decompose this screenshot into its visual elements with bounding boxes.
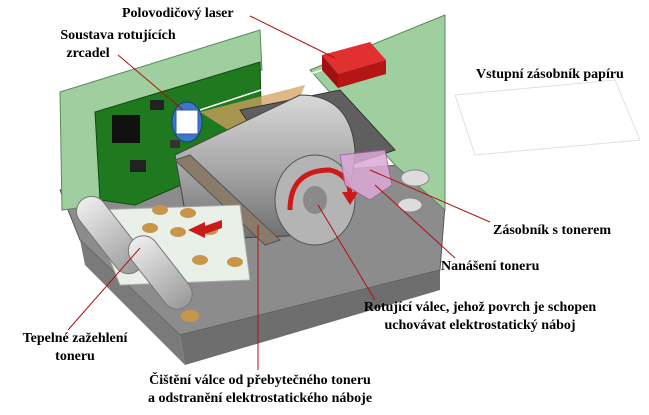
toner-dots	[142, 205, 243, 322]
leader-line	[374, 184, 456, 259]
input-roller	[397, 197, 423, 213]
label-rotating-mirrors-line2: zrcadel	[66, 46, 110, 61]
drum-rotation-arrow-head	[342, 192, 358, 205]
label-cleaning: Čištění válce od přebytečného toneru a o…	[110, 372, 410, 408]
mirror-face	[175, 109, 199, 135]
label-rotating-mirrors: Soustava rotujících zrcadel	[18, 27, 218, 63]
label-toner-container: Zásobník s tonerem	[493, 223, 611, 238]
toner-dot	[142, 223, 158, 233]
label-paper-input: Vstupní zásobník papíru	[476, 67, 624, 82]
housing-floor	[180, 270, 440, 365]
leader-line	[249, 15, 336, 59]
drum-hub	[303, 186, 327, 214]
label-laser: Polovodičový laser	[122, 6, 234, 21]
toner-dot	[227, 257, 243, 267]
paper-input-tray	[454, 79, 641, 156]
laser-box-front	[322, 55, 338, 88]
chip	[112, 115, 140, 143]
label-rotating-mirrors-line1: Soustava rotujících	[60, 28, 176, 43]
laser-box	[322, 42, 386, 74]
toner-dot	[180, 208, 196, 218]
chip-small	[150, 100, 164, 110]
housing-front	[80, 240, 185, 365]
chip-small	[130, 160, 146, 172]
label-drum-line1: Rotující válec, jehož povrch je schopen	[363, 300, 597, 315]
toner-dot	[192, 255, 208, 265]
leader-line	[67, 247, 141, 331]
input-roller	[400, 169, 430, 187]
label-cleaning-line2: a odstranění elektrostatického náboje	[147, 391, 373, 406]
toner-container	[339, 149, 393, 201]
leader-lines	[67, 15, 491, 370]
chip-small	[170, 140, 180, 148]
label-fusing-line1: Tepelné zažehlení	[22, 331, 128, 346]
laser-beam	[199, 69, 323, 111]
paper-direction-arrow	[188, 220, 222, 238]
toner-dot	[181, 310, 199, 322]
label-cleaning-line1: Čištění válce od přebytečného toneru	[149, 373, 371, 388]
fusing-roller	[127, 235, 193, 310]
label-fusing-line2: toneru	[55, 349, 95, 364]
toner-dot	[170, 227, 186, 237]
fusing-roller	[76, 195, 144, 275]
label-fusing: Tepelné zažehlení toneru	[5, 330, 145, 366]
laser-box-side	[338, 60, 386, 88]
leader-line	[317, 204, 376, 301]
label-toner-application: Nanášení toneru	[441, 259, 540, 274]
leader-line	[117, 54, 184, 111]
leader-line	[369, 169, 491, 223]
label-drum-line2: uchovávat elektrostatický náboj	[384, 318, 576, 333]
label-drum: Rotující válec, jehož povrch je schopen …	[330, 299, 630, 335]
toner-dot	[152, 205, 168, 215]
